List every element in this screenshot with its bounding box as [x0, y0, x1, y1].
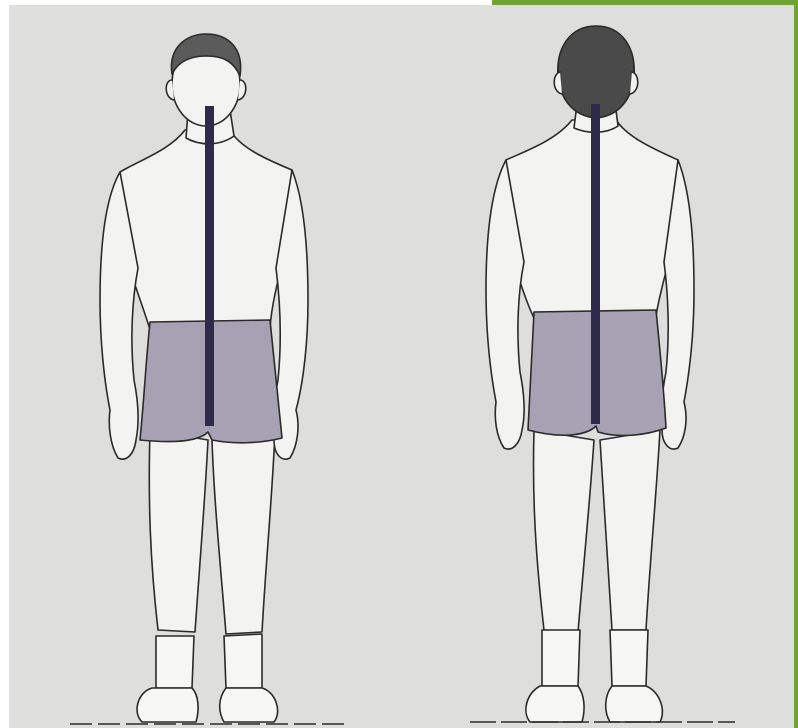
back-left-leg	[533, 430, 594, 632]
back-plumb-line	[591, 104, 600, 424]
back-view-figure	[486, 26, 694, 722]
front-left-shoe	[137, 688, 198, 722]
back-right-leg	[600, 430, 660, 630]
back-right-shoe	[606, 686, 663, 722]
back-right-sock	[610, 630, 648, 686]
front-plumb-line	[205, 106, 214, 426]
front-right-sock	[224, 634, 262, 688]
back-left-shoe	[526, 686, 584, 722]
front-left-leg	[149, 430, 208, 632]
back-left-sock	[542, 630, 580, 686]
front-right-shoe	[220, 688, 278, 722]
front-right-leg	[212, 432, 275, 634]
front-left-sock	[156, 636, 194, 688]
front-view-figure	[100, 34, 308, 722]
